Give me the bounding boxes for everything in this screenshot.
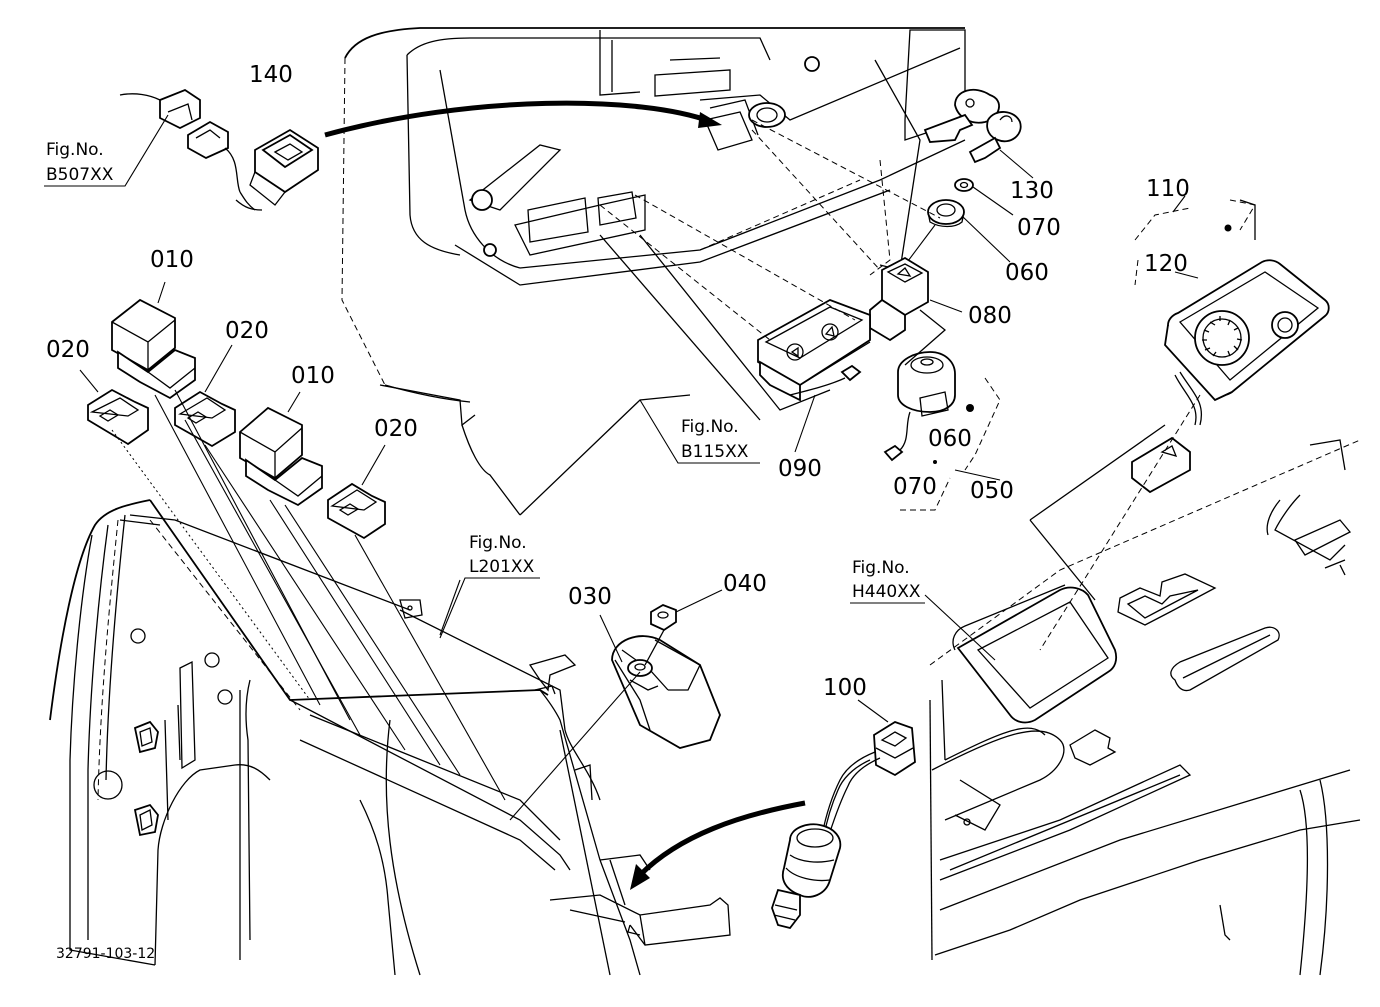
part-030-bracket	[509, 614, 721, 821]
part-080-switch-button	[869, 256, 963, 342]
drawing-number: 32791-103-12	[56, 946, 155, 962]
part-140-switch-assembly	[119, 88, 319, 211]
part-label-010-left: 010	[150, 247, 194, 273]
part-label-030: 030	[568, 584, 612, 610]
part-label-100: 100	[823, 675, 867, 701]
right-side-panel	[924, 394, 1361, 976]
part-label-070-bottom: 070	[893, 474, 937, 500]
part-010-relay-left	[111, 281, 196, 400]
dash-panel-outline	[341, 27, 966, 516]
part-label-040: 040	[723, 571, 767, 597]
part-label-060-top: 060	[1005, 260, 1049, 286]
part-070-washer	[954, 178, 974, 192]
part-label-130: 130	[1010, 178, 1054, 204]
fig-ref-h440-line1: Fig.No.	[852, 558, 910, 578]
part-label-120: 120	[1144, 251, 1188, 277]
part-label-020-right: 020	[374, 416, 418, 442]
part-100-pressure-switch	[771, 699, 916, 930]
fig-ref-l201: Fig.No. L201XX	[439, 533, 540, 639]
arrow-140-to-panel	[324, 100, 713, 138]
lower-mount-bracket	[549, 854, 731, 946]
fig-ref-b507-line1: Fig.No.	[46, 140, 104, 160]
fig-ref-h440-line2: H440XX	[852, 582, 921, 602]
panel-openings	[514, 99, 786, 256]
part-130-key-set	[923, 88, 1022, 164]
part-number-labels: 140 130 070 060 110 120 010 020 020 010 …	[46, 62, 1190, 701]
part-label-080: 080	[968, 303, 1012, 329]
part-label-070-top: 070	[1017, 215, 1061, 241]
part-label-010-right: 010	[291, 363, 335, 389]
fig-ref-l201-line2: L201XX	[469, 557, 535, 577]
part-010-relay-right	[239, 391, 323, 507]
relay-leader-lines	[111, 389, 506, 801]
part-020-connector-right	[327, 444, 386, 540]
part-060-nut	[927, 199, 965, 228]
part-label-060-bottom: 060	[928, 426, 972, 452]
part-050-key-switch	[883, 309, 1001, 511]
part-label-020-left: 020	[46, 337, 90, 363]
fig-ref-b115: Fig.No. B115XX	[639, 399, 760, 464]
part-090-switch-housing	[599, 194, 871, 453]
part-label-110: 110	[1146, 176, 1190, 202]
fig-ref-l201-line1: Fig.No.	[469, 533, 527, 553]
part-040-nut	[644, 589, 723, 666]
part-label-090: 090	[778, 456, 822, 482]
part-label-050: 050	[970, 478, 1014, 504]
leader-lines-keys	[751, 119, 1034, 271]
arrow-head-140	[698, 112, 722, 128]
arrow-100-to-frame	[638, 800, 806, 877]
lower-frame-left	[49, 499, 641, 976]
part-020-connector-mid	[174, 344, 236, 448]
fig-ref-b507: Fig.No. B507XX	[44, 114, 169, 187]
part-label-020-mid: 020	[225, 318, 269, 344]
arrow-head-100	[630, 864, 650, 890]
fig-ref-h440: Fig.No. H440XX	[850, 558, 925, 604]
fig-ref-b115-line1: Fig.No.	[681, 417, 739, 437]
fig-ref-b115-line2: B115XX	[681, 442, 749, 462]
part-020-connector-left	[79, 369, 149, 446]
fig-ref-b507-line2: B507XX	[46, 165, 114, 185]
part-110-control-unit	[1131, 195, 1330, 494]
part-label-140: 140	[249, 62, 293, 88]
